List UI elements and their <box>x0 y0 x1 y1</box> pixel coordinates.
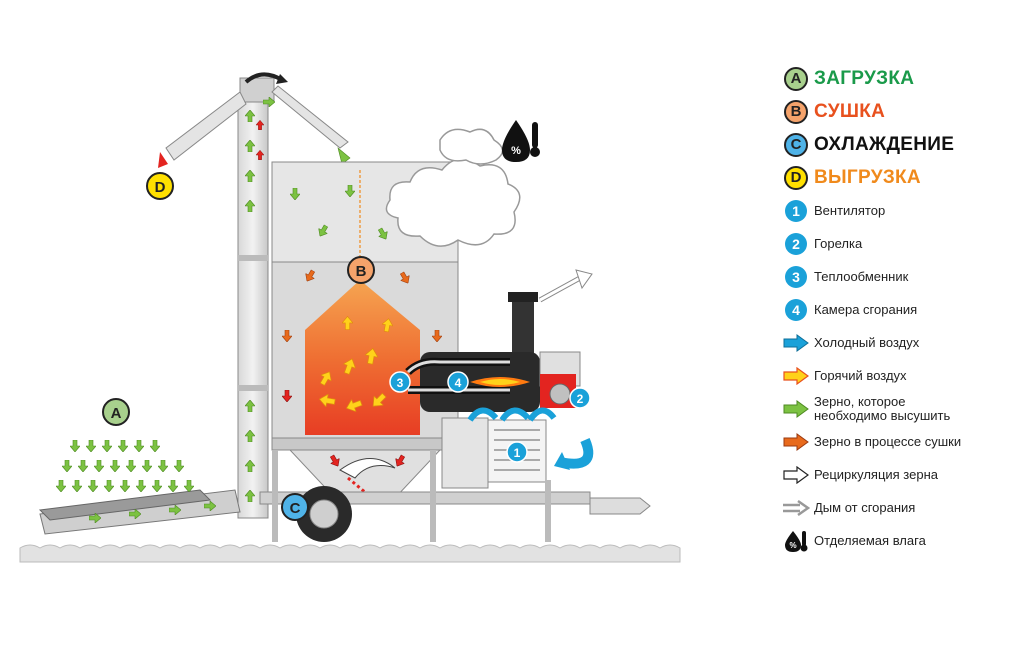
legend-arrow-2: Зерно, которое необходимо высушить <box>778 392 1018 425</box>
legend: A ЗАГРУЗКА B СУШКА C ОХЛАЖДЕНИЕ D ВЫГРУЗКА 1 Вен… <box>778 62 1018 557</box>
legend-arrow-6: % Отделяемая влага <box>778 524 1018 557</box>
phase-label: СУШКА <box>814 100 886 122</box>
svg-text:1: 1 <box>514 446 521 460</box>
badge-c: C <box>281 493 309 521</box>
phase-b-icon: B <box>778 98 814 126</box>
legend-arrow-4: Рециркуляция зерна <box>778 458 1018 491</box>
legend-phase-c: C ОХЛАЖДЕНИЕ <box>778 128 1018 161</box>
legend-arrow-3: Зерно в процессе сушки <box>778 425 1018 458</box>
component-label: Вентилятор <box>814 202 886 218</box>
phase-d-icon: D <box>778 164 814 192</box>
arrow-label: Горячий воздух <box>814 367 907 383</box>
elevator-column <box>237 72 288 519</box>
legend-component-1: 1 Вентилятор <box>778 194 1018 227</box>
component-label: Горелка <box>814 235 863 251</box>
loading-auger <box>38 440 241 535</box>
legend-arrow-0: Холодный воздух <box>778 326 1018 359</box>
number-badge: 1 <box>785 199 807 222</box>
arrow-label: Рециркуляция зерна <box>814 466 938 482</box>
orange-arrow-icon <box>778 428 814 456</box>
legend-numbered: 1 Вентилятор 2 Горелка 3 Теплообменник 4 Камера… <box>778 194 1018 326</box>
badge-b: B <box>347 256 375 284</box>
number-badge: 2 <box>785 232 807 255</box>
badge-num-4: 4 <box>447 371 469 393</box>
ground <box>19 544 681 563</box>
badge-a-text: A <box>111 405 122 422</box>
svg-text:3: 3 <box>397 376 404 390</box>
phase-label: ОХЛАЖДЕНИЕ <box>814 133 955 155</box>
blue-arrow-icon <box>778 329 814 357</box>
number-badge: 3 <box>785 265 807 288</box>
discharge-chutes <box>158 85 351 168</box>
phase-letter: B <box>784 99 808 124</box>
legend-component-3: 3 Теплообменник <box>778 260 1018 293</box>
legend-phase-d: D ВЫГРУЗКА <box>778 161 1018 194</box>
grain-dryer-diagram: % A B C D 1 2 3 4 <box>19 72 681 563</box>
phase-letter: D <box>784 165 808 190</box>
number-badge: 4 <box>785 298 807 321</box>
smoke-arrow-icon <box>778 494 814 522</box>
badge-num-3: 3 <box>389 371 411 393</box>
number-1-icon: 1 <box>778 197 814 225</box>
moisture-clouds <box>385 128 521 247</box>
arrow-label: Отделяемая влага <box>814 532 926 548</box>
badge-c-text: C <box>290 500 301 517</box>
number-3-icon: 3 <box>778 263 814 291</box>
svg-text:2: 2 <box>577 392 584 406</box>
legend-arrow-5: Дым от сгорания <box>778 491 1018 524</box>
moisture-icon: % <box>778 527 814 555</box>
badge-d: D <box>146 172 174 200</box>
green-arrow-icon <box>778 395 814 423</box>
phase-letter: A <box>784 66 808 91</box>
svg-text:%: % <box>789 541 796 550</box>
phase-c-icon: C <box>778 131 814 159</box>
arrow-label: Холодный воздух <box>814 334 920 350</box>
number-4-icon: 4 <box>778 296 814 324</box>
number-2-icon: 2 <box>778 230 814 258</box>
phase-letter: C <box>784 132 808 157</box>
moisture-thermometer-icon: % <box>502 120 540 162</box>
svg-text:%: % <box>511 145 521 157</box>
component-label: Теплообменник <box>814 268 909 284</box>
phase-label: ВЫГРУЗКА <box>814 166 921 188</box>
arrow-label: Зерно в процессе сушки <box>814 433 962 449</box>
yellow-arrow-icon <box>778 362 814 390</box>
legend-phase-b: B СУШКА <box>778 95 1018 128</box>
badge-d-text: D <box>155 179 166 196</box>
legend-phase-a: A ЗАГРУЗКА <box>778 62 1018 95</box>
white-arrow-icon <box>778 461 814 489</box>
component-label: Камера сгорания <box>814 301 918 317</box>
chassis <box>259 450 651 542</box>
arrow-label: Зерно, которое необходимо высушить <box>814 393 951 423</box>
svg-text:4: 4 <box>455 376 462 390</box>
legend-phases: A ЗАГРУЗКА B СУШКА C ОХЛАЖДЕНИЕ D ВЫГРУЗКА <box>778 62 1018 194</box>
badge-b-text: B <box>356 263 367 280</box>
phase-label: ЗАГРУЗКА <box>814 67 915 89</box>
legend-component-2: 2 Горелка <box>778 227 1018 260</box>
arrow-label: Дым от сгорания <box>814 499 916 515</box>
badge-num-1: 1 <box>506 441 528 463</box>
badge-num-2: 2 <box>569 387 591 409</box>
badge-a: A <box>102 398 130 426</box>
legend-arrow-1: Горячий воздух <box>778 359 1018 392</box>
legend-component-4: 4 Камера сгорания <box>778 293 1018 326</box>
phase-a-icon: A <box>778 65 814 93</box>
